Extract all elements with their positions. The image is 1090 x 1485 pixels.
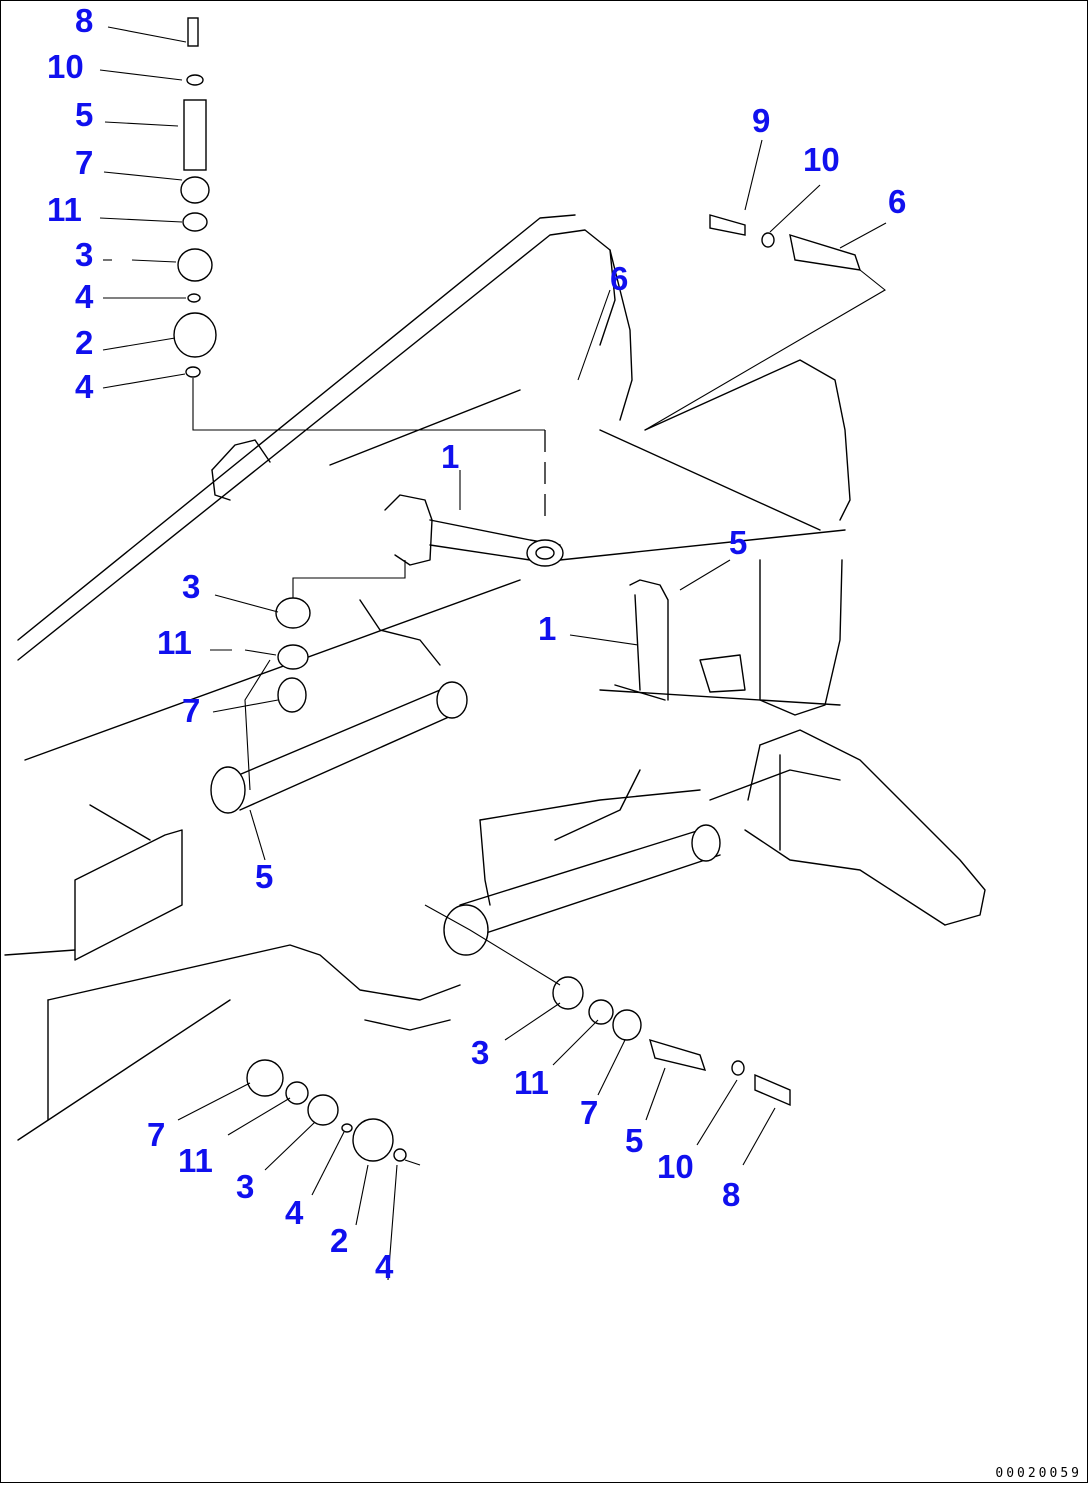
callout-10-top: 10: [47, 48, 84, 85]
callout-4-bottom-left: 4: [285, 1194, 304, 1231]
exploded-stack-mid-left: [244, 560, 406, 791]
callout-11-bottom-left: 11: [178, 1142, 213, 1179]
callout-10-bottom-right: 10: [657, 1148, 694, 1185]
link-rod-lower-right: [443, 824, 721, 956]
drawing-code: 00020059: [995, 1466, 1082, 1481]
callout-3-mid: 3: [182, 568, 201, 605]
callout-8-bottom-right: 8: [722, 1176, 741, 1213]
callout-1-mid: 1: [538, 610, 557, 647]
callout-11-mid: 11: [157, 624, 192, 661]
callout-4-top: 4: [75, 278, 94, 315]
callout-2-top: 2: [75, 324, 94, 361]
axle-housing: [744, 729, 986, 926]
callout-7-top: 7: [75, 144, 94, 181]
exploded-stack-bottom-right: [424, 904, 791, 1107]
exploded-stack-bottom-left: [246, 1059, 421, 1166]
exploded-stack-top-left: [173, 17, 546, 525]
callout-7-bottom-left: 7: [147, 1116, 166, 1153]
callout-6-right: 6: [888, 183, 907, 220]
callout-3-top: 3: [75, 236, 94, 273]
callout-6-mid: 6: [610, 260, 629, 297]
callout-1-upper: 1: [441, 438, 460, 475]
callout-5-top: 5: [75, 96, 94, 133]
callout-4-bottom-left-b: 4: [375, 1248, 394, 1285]
callout-5-mid: 5: [255, 858, 274, 895]
callout-5-right: 5: [729, 524, 748, 561]
callout-10-right: 10: [803, 141, 840, 178]
callout-7-mid: 7: [182, 692, 201, 729]
link-rod-vertical: [614, 579, 669, 701]
link-rod-upper: [384, 494, 564, 567]
link-rod-lower-left: [210, 681, 468, 814]
callout-8-top: 8: [75, 2, 94, 39]
callout-11-bottom-right: 11: [514, 1064, 549, 1101]
callout-3-bottom-right: 3: [471, 1034, 490, 1071]
callout-4-top-b: 4: [75, 368, 94, 405]
leader-lines: [99, 26, 887, 1281]
callout-7-bottom-right: 7: [580, 1094, 599, 1131]
callout-3-bottom-left: 3: [236, 1168, 255, 1205]
exploded-pin-top-right: [644, 214, 886, 431]
frame-outline: [4, 214, 851, 1141]
callout-5-bottom-right: 5: [625, 1122, 644, 1159]
callout-2-bottom-left: 2: [330, 1222, 349, 1259]
callout-9: 9: [752, 102, 771, 139]
callout-11-top: 11: [47, 191, 82, 228]
